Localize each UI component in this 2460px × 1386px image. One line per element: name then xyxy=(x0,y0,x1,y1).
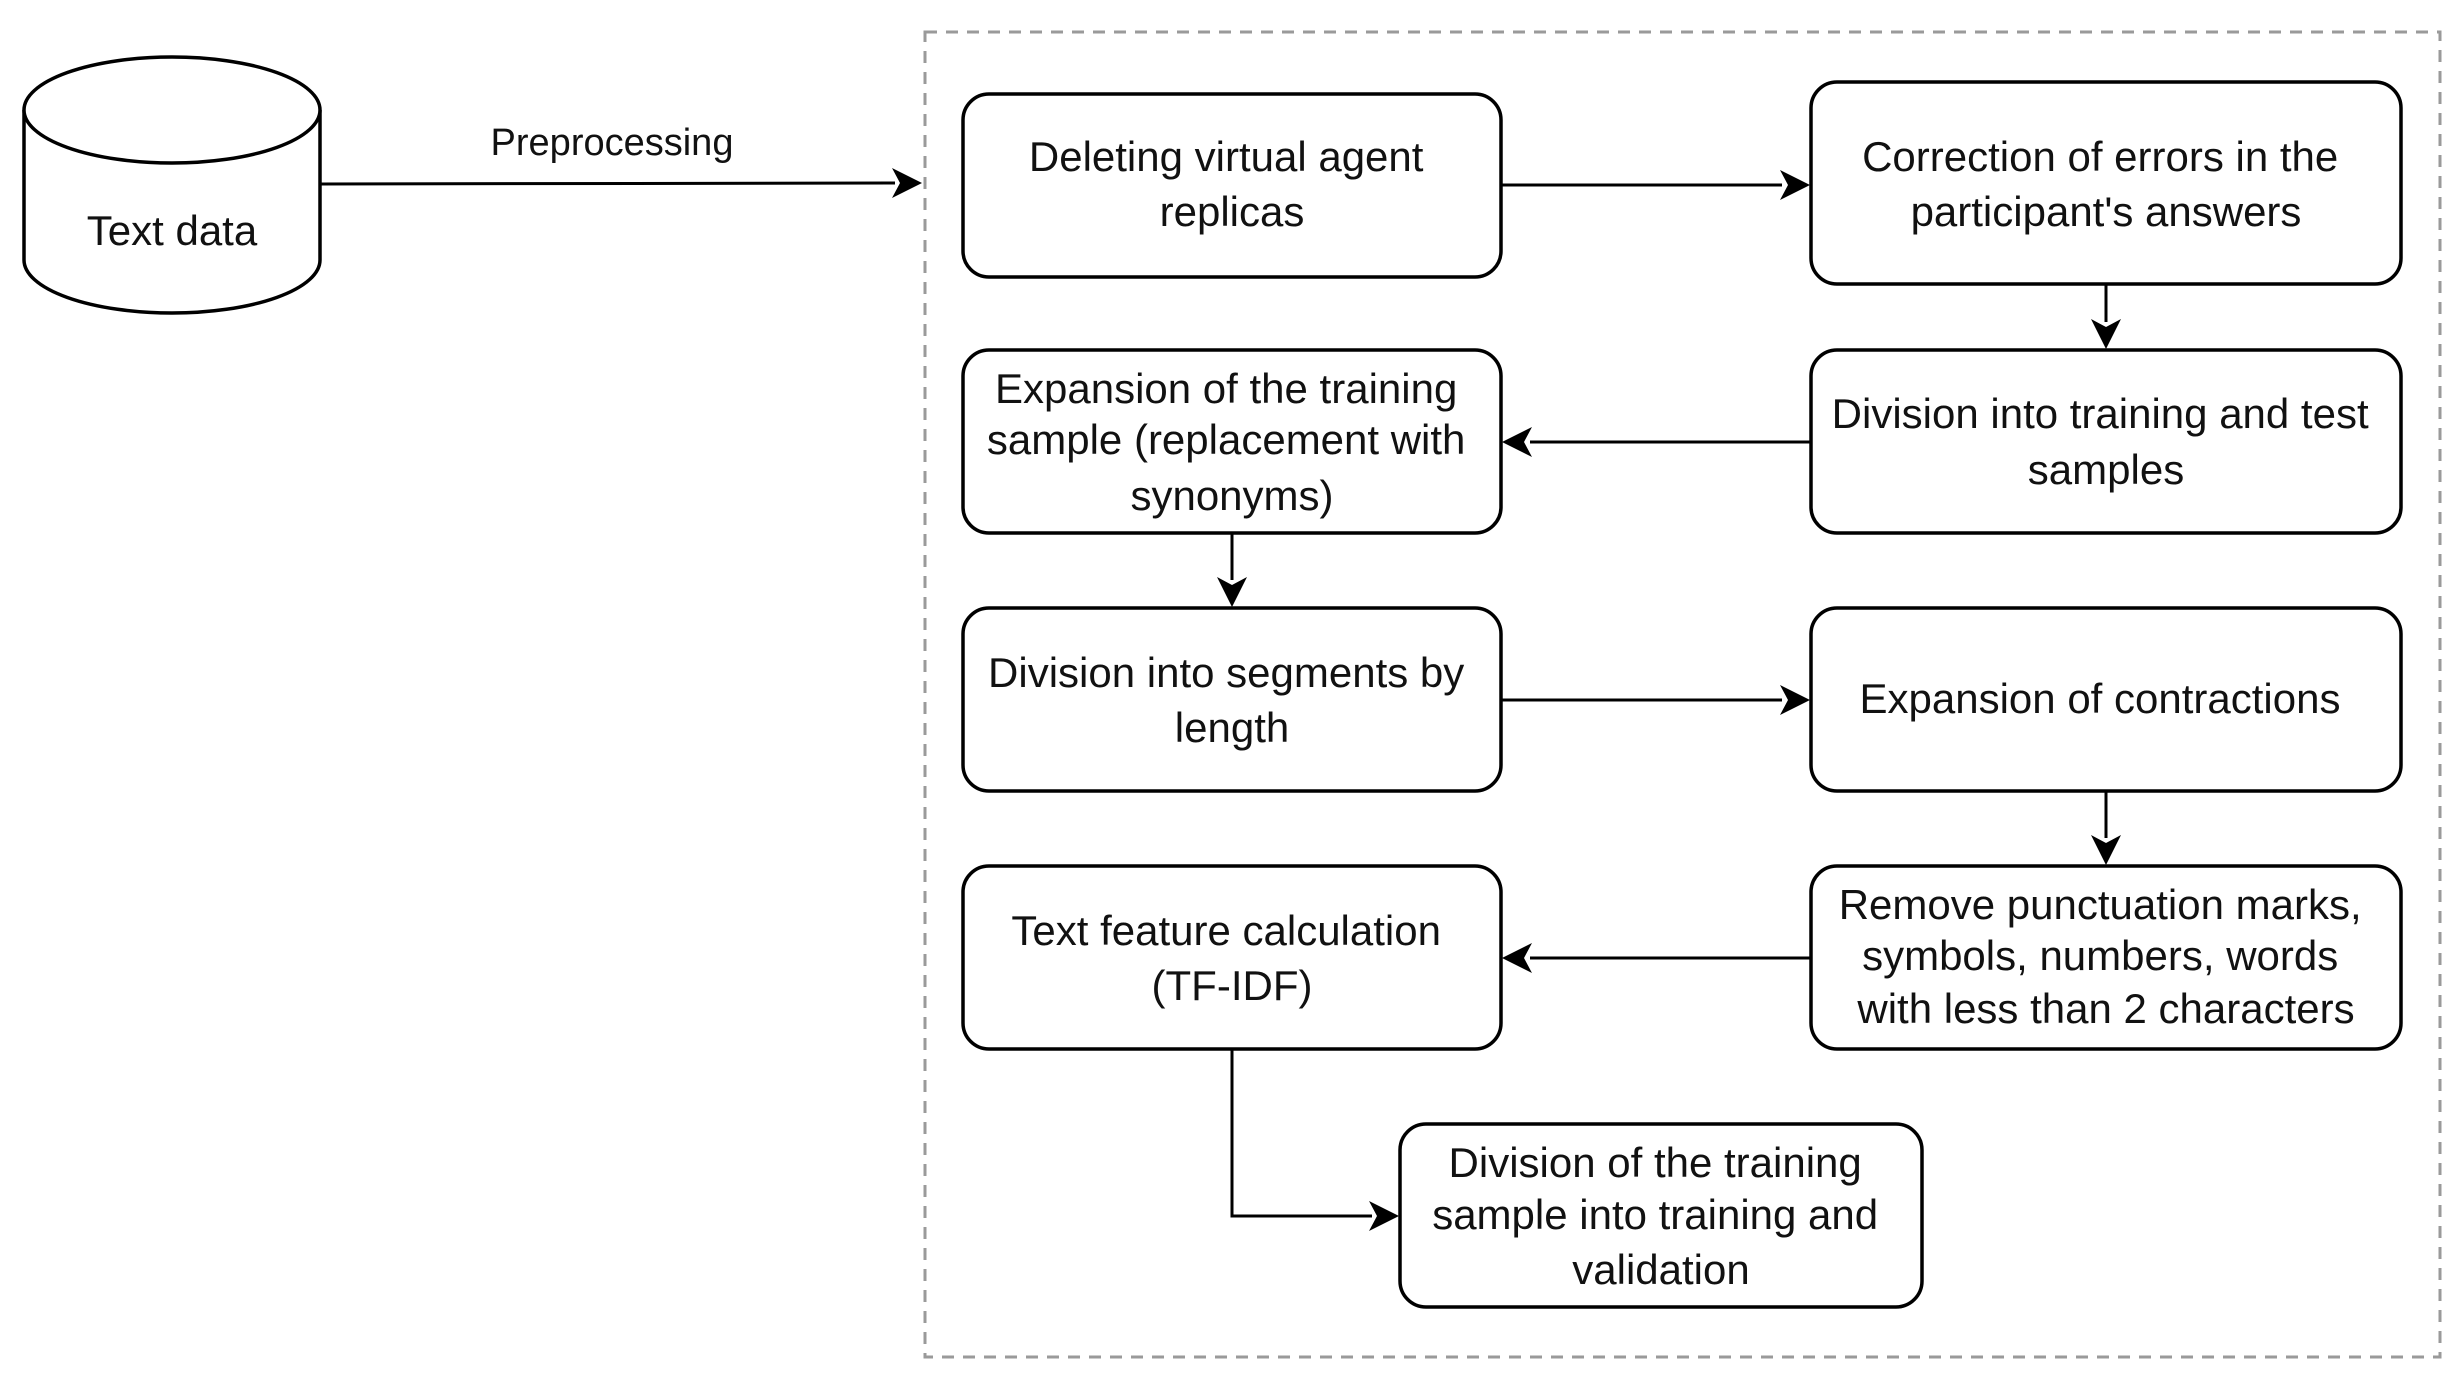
node-expansion-sample-line-2: sample (replacement with xyxy=(987,416,1466,463)
connector-correction-to-division-test xyxy=(2091,284,2121,349)
node-deleting-label: Deleting virtual agent replicas xyxy=(1029,133,1435,235)
node-segments-line-1: Division into segments by xyxy=(988,649,1464,696)
node-tfidf-line-2: (TF-IDF) xyxy=(1152,962,1313,1009)
node-expansion-sample-label: Expansion of the training sample (replac… xyxy=(987,365,1477,519)
preprocessing-group-border xyxy=(923,30,2442,1359)
arrowhead-icon xyxy=(1502,427,1532,457)
arrowhead-icon xyxy=(2091,319,2121,349)
node-validation-line-1: Division of the training xyxy=(1449,1139,1862,1186)
node-division-test-line-1: Division into training and test xyxy=(1832,390,2369,437)
node-remove-line-2: symbols, numbers, words xyxy=(1862,932,2338,979)
node-expansion-sample-line-3: synonyms) xyxy=(1130,472,1333,519)
connector-deleting-to-correction xyxy=(1501,170,1810,200)
node-segments-label: Division into segments by length xyxy=(988,649,1476,751)
database-cylinder-icon xyxy=(22,110,322,315)
connector-contractions-to-remove xyxy=(2091,791,2121,865)
arrowhead-icon xyxy=(2091,835,2121,865)
node-division-test-label: Division into training and test samples xyxy=(1832,390,2381,493)
node-remove-line-3: with less than 2 characters xyxy=(1856,985,2354,1032)
node-validation-line-2: sample into training and xyxy=(1432,1191,1878,1238)
arrowhead-icon xyxy=(1502,943,1532,973)
node-correction-line-2: participant's answers xyxy=(1911,188,2302,235)
connector-segments-to-contractions xyxy=(1501,685,1810,715)
text-data-node: Text data xyxy=(22,55,322,315)
arrowhead-icon xyxy=(1217,577,1247,607)
connector-tfidf-to-validation xyxy=(1230,1049,1399,1231)
arrowhead-icon xyxy=(1780,685,1810,715)
node-validation-label: Division of the training sample into tra… xyxy=(1432,1139,1890,1293)
node-deleting-line-1: Deleting virtual agent xyxy=(1029,133,1424,180)
node-division-test-line-2: samples xyxy=(2028,446,2184,493)
node-tfidf: Text feature calculation (TF-IDF) xyxy=(961,864,1503,1051)
node-correction-line-1: Correction of errors in the xyxy=(1862,133,2338,180)
connector-expansion-sample-to-segments xyxy=(1217,533,1247,607)
arrowhead-icon xyxy=(1369,1201,1399,1231)
preprocessing-arrowhead-icon xyxy=(892,168,922,198)
connector-division-test-to-expansion-sample xyxy=(1502,427,1811,457)
node-remove-label: Remove punctuation marks, symbols, numbe… xyxy=(1839,881,2374,1032)
node-remove: Remove punctuation marks, symbols, numbe… xyxy=(1809,864,2403,1051)
node-division-test: Division into training and test samples xyxy=(1809,348,2403,535)
connector-remove-to-tfidf xyxy=(1502,943,1811,973)
node-contractions-label: Expansion of contractions xyxy=(1860,675,2341,722)
node-correction-label: Correction of errors in the participant'… xyxy=(1862,133,2350,235)
arrowhead-icon xyxy=(1780,170,1810,200)
database-cylinder-top xyxy=(22,55,322,165)
node-tfidf-line-1: Text feature calculation xyxy=(1011,907,1441,954)
preprocessing-arrow-line xyxy=(319,181,896,186)
node-tfidf-label: Text feature calculation (TF-IDF) xyxy=(1011,907,1452,1009)
node-contractions-line-1: Expansion of contractions xyxy=(1860,675,2341,722)
node-contractions: Expansion of contractions xyxy=(1809,606,2403,793)
node-remove-line-1: Remove punctuation marks, xyxy=(1839,881,2362,928)
node-segments-line-2: length xyxy=(1175,704,1289,751)
node-expansion-sample: Expansion of the training sample (replac… xyxy=(961,348,1503,535)
node-validation-line-3: validation xyxy=(1572,1246,1749,1293)
node-expansion-sample-line-1: Expansion of the training xyxy=(995,365,1457,412)
node-correction: Correction of errors in the participant'… xyxy=(1809,80,2403,286)
preprocessing-label: Preprocessing xyxy=(491,122,734,164)
preprocessing-edge: Preprocessing xyxy=(319,122,922,198)
node-deleting-line-2: replicas xyxy=(1160,188,1305,235)
node-deleting: Deleting virtual agent replicas xyxy=(961,92,1503,279)
node-segments: Division into segments by length xyxy=(961,606,1503,793)
text-data-label: Text data xyxy=(87,207,258,254)
node-validation: Division of the training sample into tra… xyxy=(1398,1122,1924,1309)
